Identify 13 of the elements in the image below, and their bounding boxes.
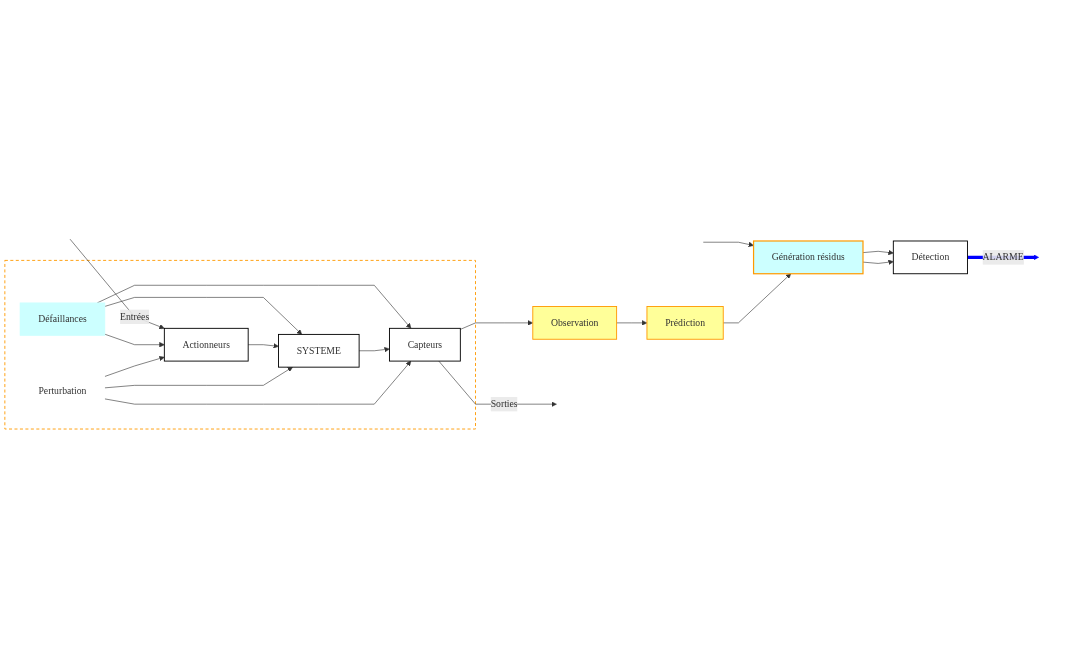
node-box: Actionneurs xyxy=(163,327,249,362)
node-box: Capteurs xyxy=(389,327,461,362)
edge-label: Entrées xyxy=(120,311,150,322)
node-box: Détection xyxy=(892,240,968,275)
node-text: Perturbation xyxy=(38,385,87,397)
edge-label: Sorties xyxy=(490,398,518,410)
cluster xyxy=(4,259,476,430)
node-box: Prédiction xyxy=(646,306,724,340)
node-box: Défaillances xyxy=(19,302,106,336)
node-box: Génération résidus xyxy=(752,240,864,275)
node-box: SYSTEME xyxy=(278,333,360,368)
edge-label: ALARME xyxy=(982,251,1024,263)
node-box: Observation xyxy=(532,306,618,340)
